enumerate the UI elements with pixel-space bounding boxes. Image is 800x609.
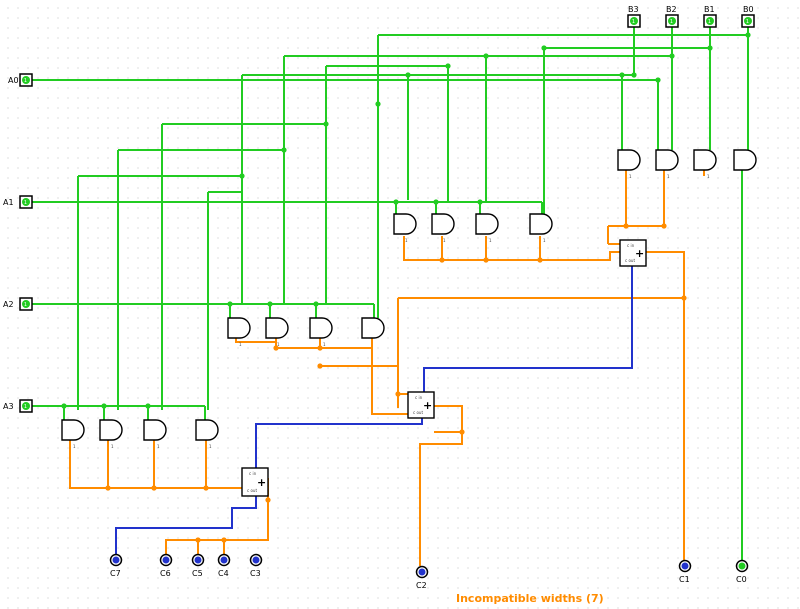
- input-label-b2: B2: [666, 5, 677, 14]
- orange-wires: [69, 168, 705, 566]
- input-label-a0: A0: [8, 76, 19, 85]
- output-pin-c4[interactable]: C4: [217, 553, 231, 579]
- pin-value: 1: [24, 78, 27, 84]
- svg-text:1: 1: [239, 342, 242, 347]
- input-pin-b1[interactable]: B1 1: [703, 5, 717, 28]
- status-message: Incompatible widths (7): [456, 592, 604, 605]
- output-label-c4: C4: [218, 569, 229, 578]
- input-label-a3: A3: [3, 402, 14, 411]
- svg-text:1: 1: [111, 444, 114, 449]
- input-pin-b2[interactable]: B2 1: [665, 5, 679, 28]
- svg-text:1: 1: [489, 238, 492, 243]
- output-label-c2: C2: [416, 581, 427, 590]
- and-gate: [361, 317, 385, 339]
- input-pin-a2[interactable]: 1 A2: [3, 297, 33, 311]
- and-gate: [143, 419, 167, 441]
- and-gate: [733, 149, 757, 171]
- adder-cout-label: c out: [247, 488, 257, 493]
- and-gate: [475, 213, 499, 235]
- input-pin-b3[interactable]: B3 1: [627, 5, 641, 28]
- pin-value: 1: [632, 19, 635, 25]
- output-pin-c3[interactable]: C3: [249, 553, 263, 579]
- pin-value: 1: [24, 302, 27, 308]
- input-pin-a1[interactable]: 1 A1: [3, 195, 33, 209]
- output-label-c6: C6: [160, 569, 171, 578]
- svg-text:1: 1: [667, 174, 670, 179]
- svg-text:1: 1: [629, 174, 632, 179]
- output-pin-c1[interactable]: C1: [678, 559, 692, 585]
- output-pin-c7[interactable]: C7: [109, 553, 123, 579]
- and-gate: [265, 317, 289, 339]
- input-label-a2: A2: [3, 300, 14, 309]
- and-gate: [99, 419, 123, 441]
- svg-text:1: 1: [277, 342, 280, 347]
- pin-value: 1: [670, 19, 673, 25]
- adder-plus-icon: +: [257, 476, 266, 489]
- adder-top[interactable]: c in + c out: [619, 239, 647, 267]
- and-gate: [309, 317, 333, 339]
- adder-cout-label: c out: [625, 258, 635, 263]
- svg-text:1: 1: [443, 238, 446, 243]
- input-label-b1: B1: [704, 5, 715, 14]
- output-pin-c2[interactable]: C2: [415, 565, 429, 591]
- input-label-b0: B0: [743, 5, 754, 14]
- adder-middle[interactable]: c in + c out: [407, 391, 435, 419]
- output-label-c5: C5: [192, 569, 203, 578]
- and-gate: [431, 213, 455, 235]
- pin-value: 1: [746, 19, 749, 25]
- svg-text:1: 1: [405, 238, 408, 243]
- adder-plus-icon: +: [635, 247, 644, 260]
- gate-width-marks: 1 1 1 1 1 1 1 1 1 1 1 1 1 1: [73, 174, 710, 449]
- and-gate: [617, 149, 641, 171]
- pin-value: 1: [24, 200, 27, 206]
- adder-cin-label: c in: [415, 395, 423, 400]
- input-label-b3: B3: [628, 5, 639, 14]
- output-pin-c0[interactable]: C0: [735, 559, 749, 585]
- input-pin-a0[interactable]: 1 A0: [8, 73, 33, 87]
- output-label-c3: C3: [250, 569, 261, 578]
- input-pin-b0[interactable]: B0 1: [741, 5, 755, 28]
- green-junctions: [61, 32, 751, 409]
- input-pin-a3[interactable]: 1 A3: [3, 399, 33, 413]
- svg-text:1: 1: [707, 174, 710, 179]
- green-wires: [30, 27, 749, 566]
- pin-value: 1: [24, 404, 27, 410]
- output-pin-c6[interactable]: C6: [159, 553, 173, 579]
- and-gate: [195, 419, 219, 441]
- adder-cin-label: c in: [627, 243, 635, 248]
- input-label-a1: A1: [3, 198, 14, 207]
- svg-text:1: 1: [323, 342, 326, 347]
- and-gate: [393, 213, 417, 235]
- adder-bottom[interactable]: c in + c out: [241, 467, 269, 497]
- and-gate: [693, 149, 717, 171]
- svg-text:1: 1: [73, 444, 76, 449]
- and-gate: [655, 149, 679, 171]
- and-gate: [61, 419, 85, 441]
- pin-value: 1: [708, 19, 711, 25]
- output-label-c0: C0: [736, 575, 747, 584]
- adder-plus-icon: +: [423, 399, 432, 412]
- and-gate: [529, 213, 553, 235]
- output-pin-c5[interactable]: C5: [191, 553, 205, 579]
- svg-text:1: 1: [543, 238, 546, 243]
- blue-wires: [115, 266, 633, 556]
- output-label-c1: C1: [679, 575, 690, 584]
- and-gate: [227, 317, 251, 339]
- orange-junctions: [105, 223, 687, 543]
- output-label-c7: C7: [110, 569, 121, 578]
- adder-cin-label: c in: [249, 471, 257, 476]
- and-gates: [61, 149, 757, 441]
- svg-text:1: 1: [209, 444, 212, 449]
- svg-text:1: 1: [157, 444, 160, 449]
- adder-cout-label: c out: [413, 410, 423, 415]
